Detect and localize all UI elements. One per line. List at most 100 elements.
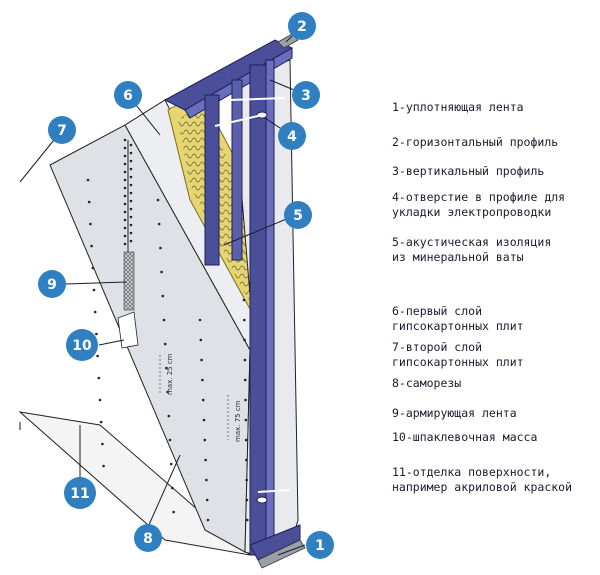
screw bbox=[156, 198, 160, 202]
screw bbox=[123, 202, 127, 206]
screw bbox=[129, 159, 133, 163]
vertical-profile-main-flange bbox=[265, 59, 275, 556]
reinforcing-tape bbox=[123, 251, 135, 311]
legend-item-4: 4-отверстие в профиле для укладки электр… bbox=[392, 190, 566, 219]
svg-text:9: 9 bbox=[47, 277, 57, 293]
screw bbox=[163, 342, 167, 346]
screw bbox=[201, 398, 205, 402]
legend-item-3: 3-вертикальный профиль bbox=[392, 164, 545, 178]
screw bbox=[129, 231, 133, 235]
screw bbox=[168, 438, 172, 442]
vertical-profile-back bbox=[231, 79, 243, 261]
screw bbox=[123, 210, 127, 214]
legend-item-7: 7-второй слой гипсокартонных плит bbox=[392, 340, 524, 369]
screw bbox=[172, 510, 175, 514]
screw bbox=[244, 398, 247, 402]
screw bbox=[102, 464, 105, 468]
screw bbox=[206, 518, 210, 522]
callout-8: 8 bbox=[134, 524, 162, 552]
screw bbox=[243, 338, 246, 342]
screw bbox=[98, 398, 102, 402]
screw bbox=[91, 266, 95, 270]
screw bbox=[199, 338, 203, 342]
callout-5: 5 bbox=[284, 201, 312, 229]
screw bbox=[123, 162, 127, 166]
screw bbox=[123, 186, 127, 190]
svg-text:1: 1 bbox=[315, 538, 325, 554]
legend-item-11: 11-отделка поверхности, например акрилов… bbox=[392, 465, 573, 494]
screw bbox=[201, 378, 204, 382]
legend-item-1: 1-уплотняющая лента bbox=[392, 100, 524, 114]
svg-text:11: 11 bbox=[70, 486, 89, 502]
screw bbox=[129, 223, 133, 227]
screw bbox=[87, 200, 91, 204]
svg-text:5: 5 bbox=[293, 208, 303, 224]
screw bbox=[90, 244, 93, 248]
legend-item-10: 10-шпаклевочная масса bbox=[392, 430, 538, 444]
screw bbox=[245, 478, 248, 482]
legend-item-9: 9-армирующая лента bbox=[392, 406, 517, 420]
screw bbox=[203, 438, 207, 442]
screw-rows bbox=[86, 138, 249, 522]
screw bbox=[129, 151, 133, 155]
legend-item-5: 5-акустическая изоляция из минеральной в… bbox=[392, 235, 552, 264]
wall-illustration: max. 25 cm max. 75 cm 1 2 3 4 5 6 7 8 9 … bbox=[18, 12, 334, 569]
callout-6: 6 bbox=[114, 81, 142, 109]
screw bbox=[129, 199, 133, 203]
svg-text:4: 4 bbox=[287, 129, 297, 145]
svg-text:7: 7 bbox=[57, 123, 67, 139]
screw bbox=[129, 167, 133, 171]
screw bbox=[167, 414, 171, 418]
svg-text:3: 3 bbox=[301, 88, 311, 104]
screw bbox=[244, 418, 248, 422]
callout-3: 3 bbox=[292, 81, 320, 109]
screw bbox=[169, 462, 173, 466]
screw bbox=[161, 294, 165, 298]
screw bbox=[123, 234, 127, 238]
svg-text:6: 6 bbox=[123, 88, 133, 104]
screw bbox=[165, 366, 168, 370]
legend-item-8: 8-саморезы bbox=[392, 376, 462, 390]
screw bbox=[123, 146, 127, 150]
screw bbox=[123, 154, 127, 158]
screw bbox=[123, 194, 127, 198]
screw bbox=[171, 486, 174, 490]
callout-4: 4 bbox=[278, 122, 306, 150]
screw bbox=[129, 207, 133, 211]
screw bbox=[123, 170, 127, 174]
cable-hole bbox=[214, 97, 291, 504]
callout-1: 1 bbox=[306, 531, 334, 559]
vertical-profile-left bbox=[204, 94, 220, 266]
screw bbox=[245, 458, 248, 462]
screw bbox=[123, 242, 127, 246]
screw bbox=[205, 498, 209, 502]
joint-compound bbox=[117, 311, 139, 349]
screw bbox=[245, 498, 249, 502]
screw bbox=[243, 358, 247, 362]
callout-9: 9 bbox=[38, 270, 66, 298]
screw bbox=[129, 191, 133, 195]
callout-7: 7 bbox=[48, 116, 76, 144]
svg-text:10: 10 bbox=[72, 338, 92, 354]
screw bbox=[159, 246, 162, 250]
screw bbox=[162, 318, 166, 322]
screw bbox=[123, 178, 127, 182]
svg-text:8: 8 bbox=[143, 531, 153, 547]
screw bbox=[129, 143, 133, 147]
screw bbox=[99, 420, 103, 424]
sealing-tape-top bbox=[277, 33, 299, 49]
callout-markers: 1 2 3 4 5 6 7 8 9 10 11 bbox=[38, 12, 334, 559]
screw bbox=[243, 378, 247, 382]
svg-text:2: 2 bbox=[297, 19, 307, 35]
screw bbox=[202, 418, 206, 422]
screw bbox=[243, 318, 246, 322]
screw bbox=[86, 178, 90, 182]
dimension-second-label: max. 75 cm bbox=[234, 400, 242, 442]
screw bbox=[129, 183, 133, 187]
vertical-profile-main bbox=[249, 64, 267, 556]
screw bbox=[242, 298, 246, 302]
screw bbox=[204, 458, 207, 462]
screw bbox=[246, 518, 249, 522]
screw bbox=[157, 222, 161, 226]
